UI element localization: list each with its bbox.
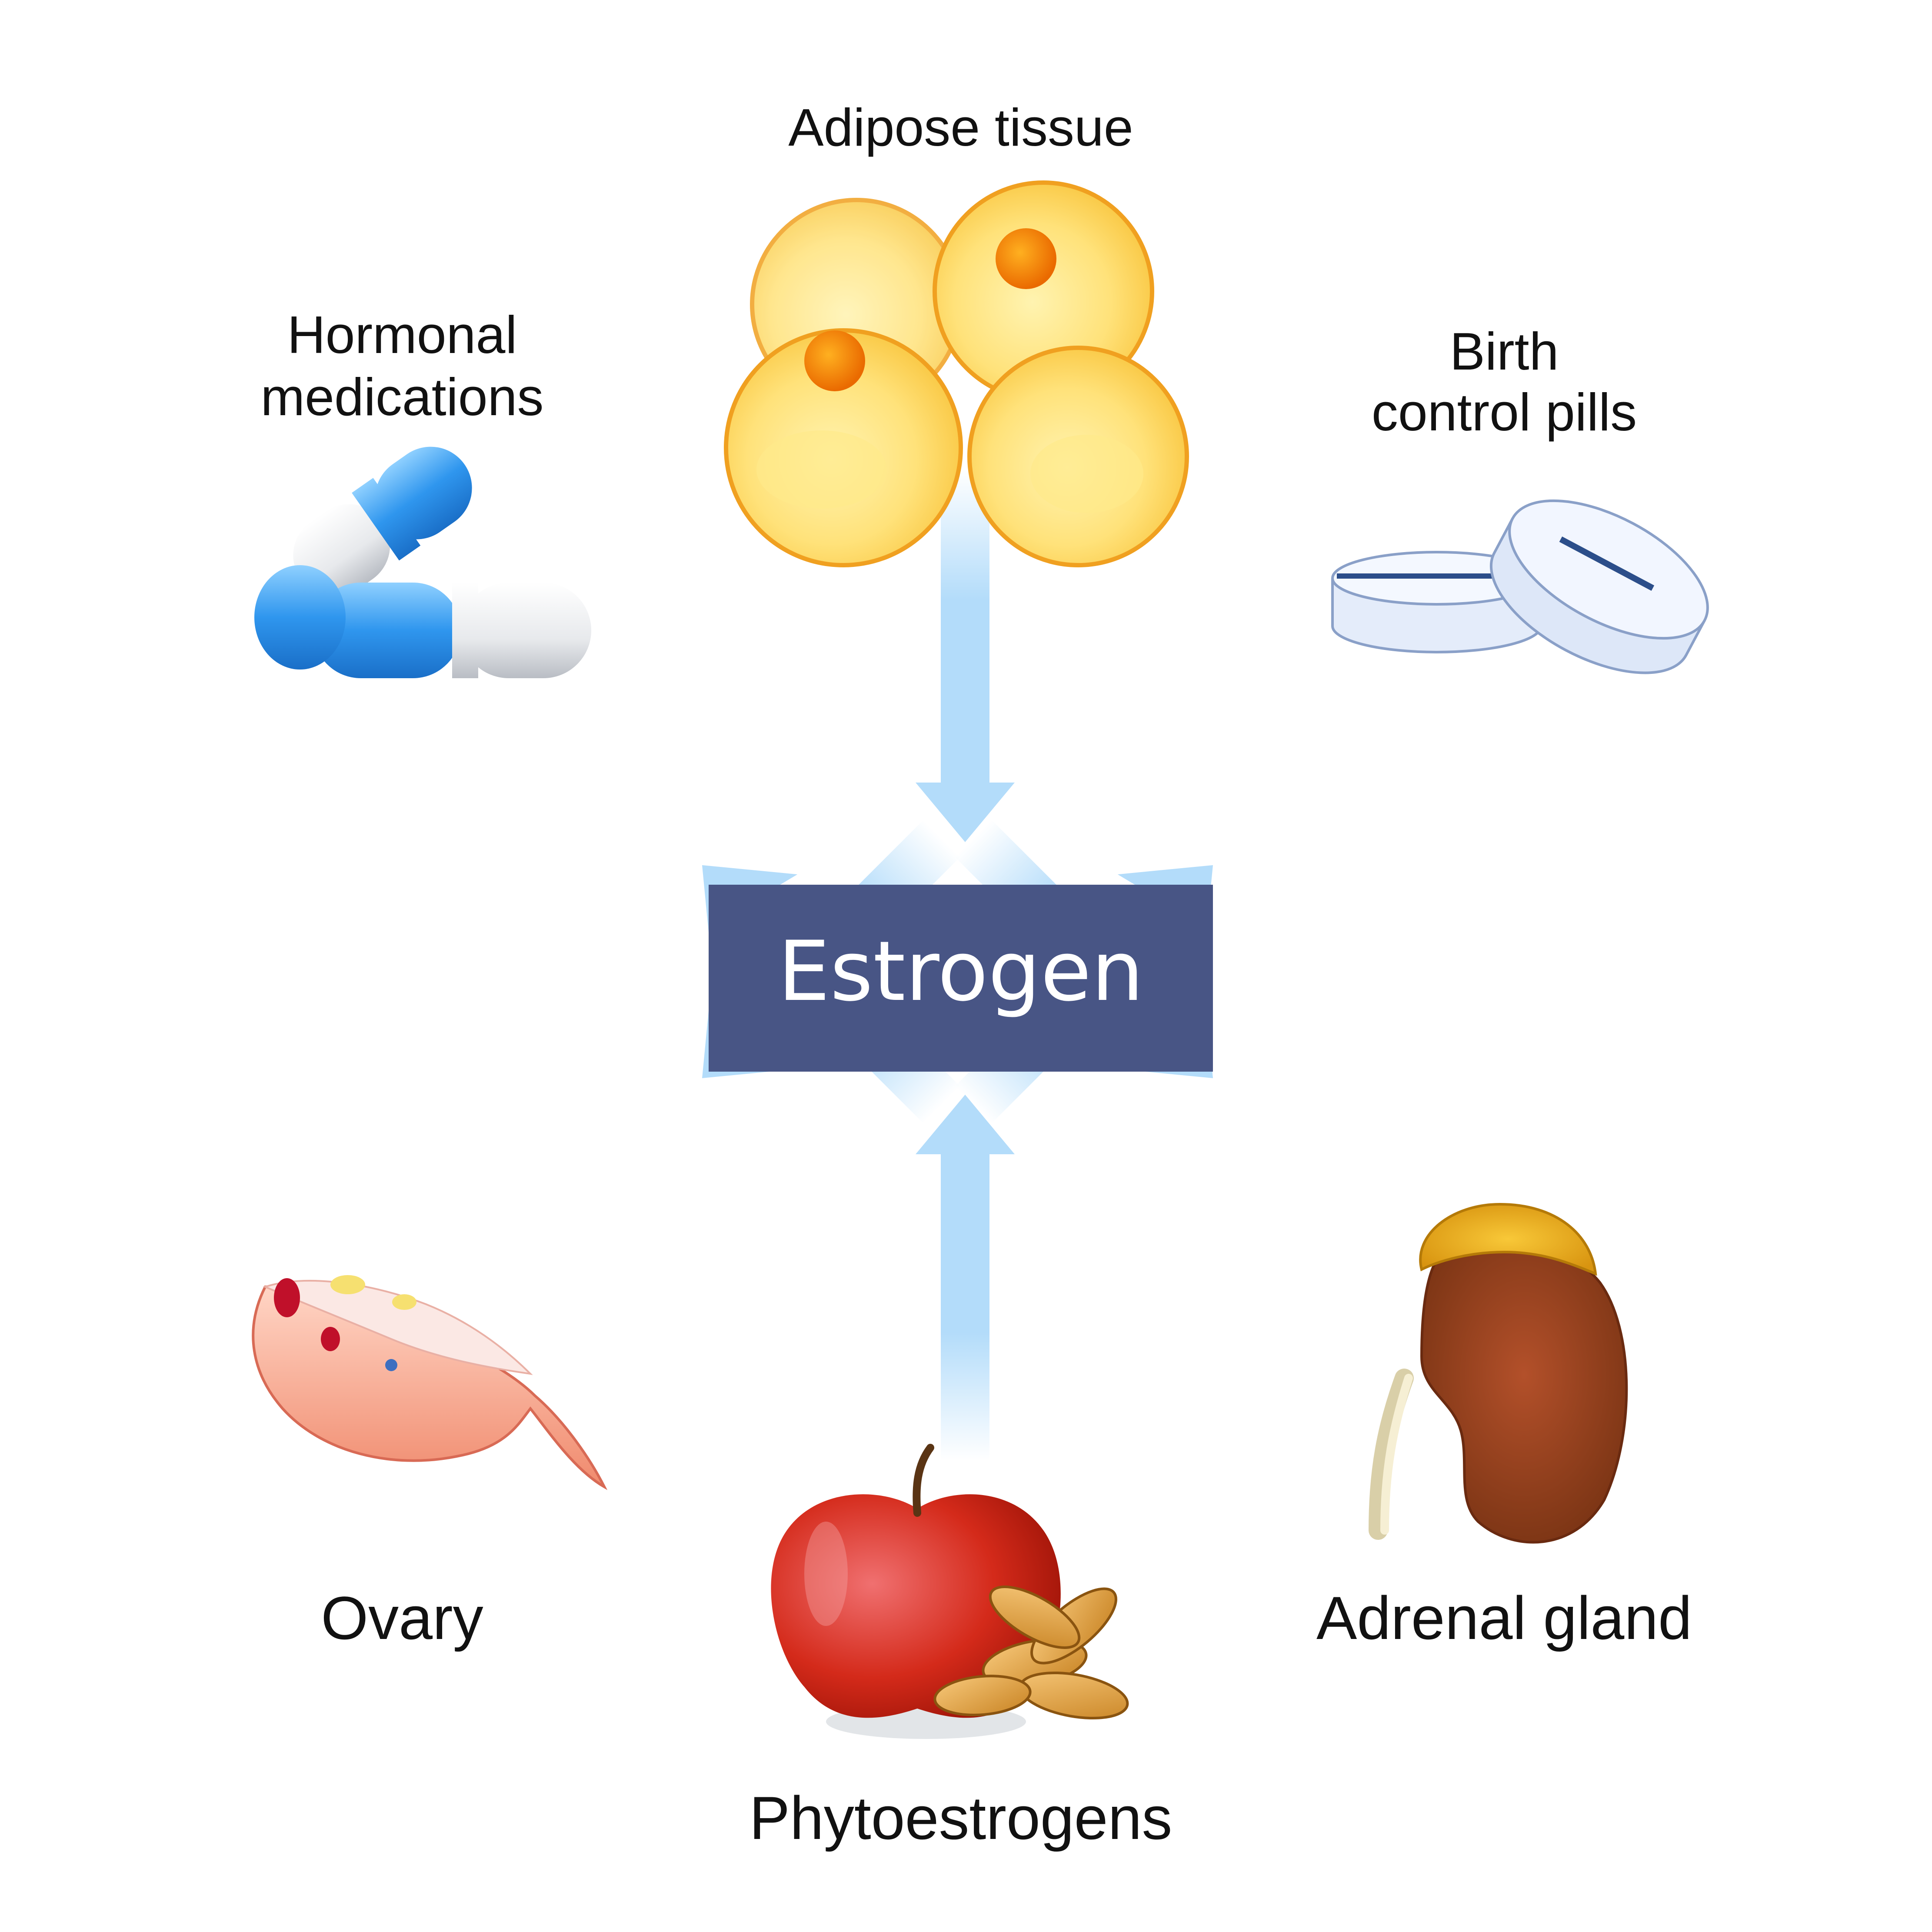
adrenal-label: Adrenal gland xyxy=(1316,1584,1692,1652)
birth-control-group: Birth control pills xyxy=(1331,322,1709,674)
adipose-label: Adipose tissue xyxy=(788,98,1133,157)
estrogen-label: Estrogen xyxy=(778,923,1144,1019)
estrogen-box: Estrogen xyxy=(709,885,1213,1072)
arrow-adipose-to-estrogen xyxy=(916,470,1015,842)
estrogen-box-background xyxy=(709,885,1213,1072)
fat-cells-icon xyxy=(724,180,1189,567)
tablets-icon xyxy=(1331,499,1709,674)
hormonal-label-line1: Hormonal xyxy=(287,305,517,364)
kidney-adrenal-icon xyxy=(1369,1203,1628,1544)
birth-control-label-line2: control pills xyxy=(1372,383,1637,442)
apple-and-grains-icon xyxy=(771,1444,1129,1739)
birth-control-label-line1: Birth xyxy=(1450,322,1559,381)
phytoestrogens-group: Phytoestrogens xyxy=(749,1444,1173,1852)
hormonal-medications-group: Hormonal medications xyxy=(254,305,591,678)
capsules-icon xyxy=(254,446,591,678)
ovary-icon xyxy=(252,1275,608,1490)
adipose-tissue-group: Adipose tissue xyxy=(724,98,1189,567)
adrenal-gland-group: Adrenal gland xyxy=(1316,1203,1692,1652)
hormonal-label-line2: medications xyxy=(261,367,544,426)
ovary-label: Ovary xyxy=(321,1584,483,1652)
arrow-phyto-to-estrogen xyxy=(916,1095,1015,1461)
ovary-group: Ovary xyxy=(252,1275,608,1652)
phytoestrogens-label: Phytoestrogens xyxy=(749,1784,1173,1852)
